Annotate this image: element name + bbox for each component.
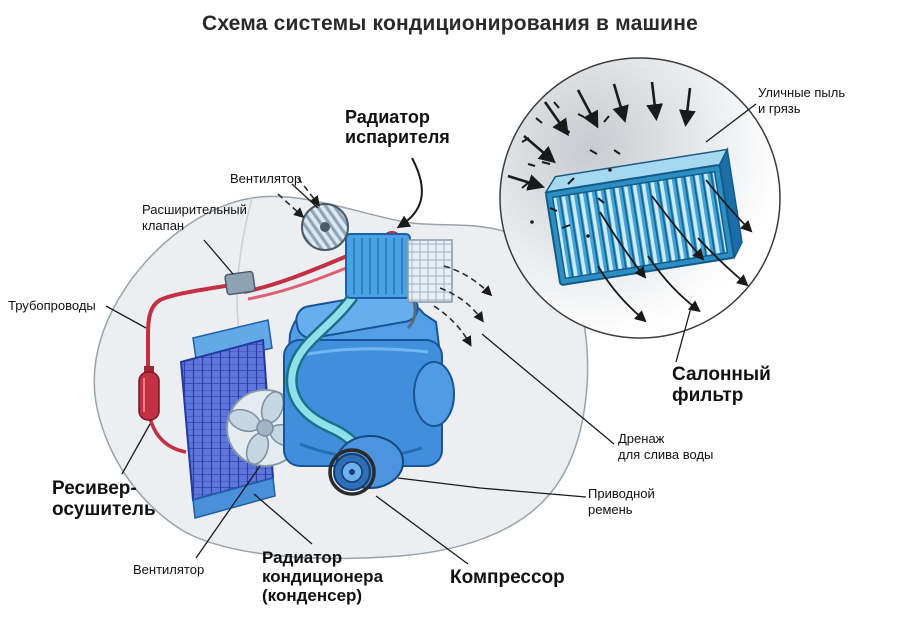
leader-evaporator [396, 157, 423, 229]
label-line: Компрессор [450, 567, 565, 588]
label-line: Вентилятор [230, 171, 302, 186]
cabin-filter-element [544, 146, 743, 286]
leader-drive-belt [397, 477, 587, 498]
label-drive-belt: Приводной ремень [588, 486, 655, 518]
evaporator-fan [301, 203, 349, 251]
evaporator-airflow-arrows [277, 177, 493, 347]
leader-receiver [121, 423, 151, 475]
label-line: для слива воды [618, 446, 714, 462]
dust-particles [521, 101, 621, 238]
label-compressor: Компрессор [450, 567, 565, 588]
suction-pipe [285, 292, 364, 454]
label-line: кондиционера [262, 567, 384, 587]
label-line: осушитель [52, 499, 156, 521]
leader-fan-bottom [195, 465, 261, 559]
label-drain: Дренаж для слива воды [618, 431, 713, 463]
airflow-out-arrows [597, 179, 753, 323]
label-line: и грязь [758, 100, 801, 116]
leader-pipes [105, 305, 147, 329]
label-line: ремень [588, 501, 633, 517]
label-line: (конденсер) [262, 586, 363, 606]
label-line: Вентилятор [133, 562, 205, 577]
label-line: Ресивер- [52, 478, 137, 499]
label-line: Салонный [672, 364, 771, 385]
drain-tube [406, 301, 417, 330]
airflow-in-arrows [507, 81, 696, 191]
label-street-dust: Уличные пыль и грязь [758, 85, 845, 117]
label-fan-top: Вентилятор [230, 171, 301, 187]
compressor [328, 435, 404, 496]
label-line: фильтр [672, 385, 744, 407]
label-pipes: Трубопроводы [8, 298, 96, 314]
leader-street-dust [705, 103, 757, 143]
diagram-title: Схема системы кондиционирования в машине [201, 12, 699, 35]
expansion-valve [224, 270, 256, 296]
label-line: Уличные пыль [758, 85, 846, 100]
label-line: Радиатор [345, 107, 430, 127]
label-line: Расширительный [142, 202, 247, 217]
leader-compressor [375, 495, 469, 565]
leader-expansion-valve [203, 239, 234, 275]
label-receiver-drier: Ресивер- осушитель [52, 478, 156, 521]
label-condenser-radiator: Радиатор кондиционера (конденсер) [262, 548, 383, 605]
leader-cabin-filter [675, 303, 693, 363]
evaporator [345, 231, 453, 330]
label-evaporator-radiator: Радиатор испарителя [345, 107, 450, 147]
label-line: Трубопроводы [8, 298, 96, 313]
label-fan-bottom: Вентилятор [133, 562, 204, 578]
leader-lines [105, 103, 757, 565]
receiver-drier [138, 366, 160, 421]
label-line: Приводной [588, 486, 655, 501]
label-line: клапан [142, 217, 185, 233]
leader-condenser [253, 493, 313, 545]
leader-fan-top [291, 183, 319, 209]
label-expansion-valve: Расширительный клапан [142, 202, 247, 234]
label-line: Дренаж [618, 431, 665, 446]
label-line: испарителя [345, 127, 450, 148]
drive-belt [328, 448, 376, 496]
leader-drain [481, 333, 615, 445]
label-cabin-filter: Салонный фильтр [672, 364, 771, 407]
label-line: Радиатор [262, 548, 343, 567]
